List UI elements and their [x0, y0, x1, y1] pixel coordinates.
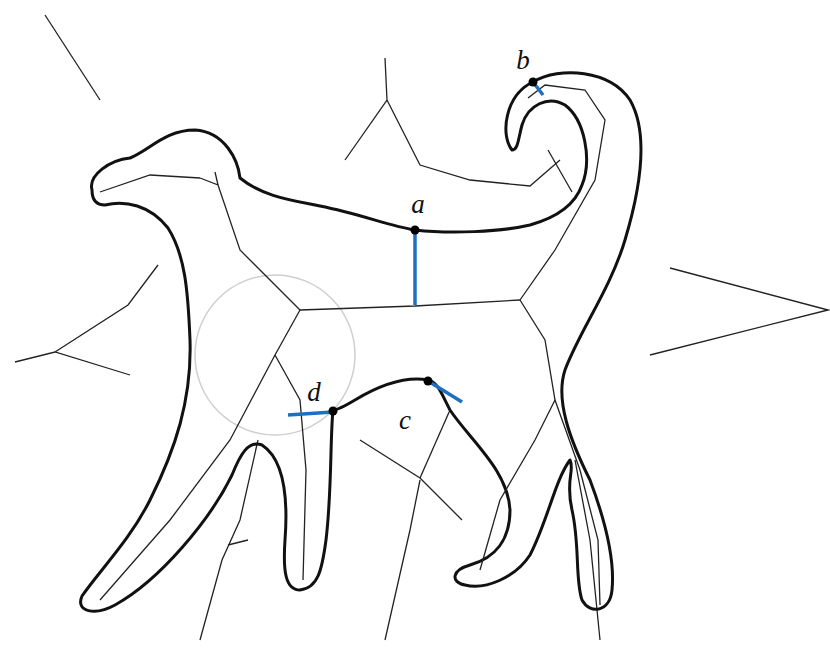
point-label: d	[307, 379, 321, 406]
point-label: b	[516, 47, 530, 74]
outer-skeleton	[15, 15, 828, 640]
dog-outline	[81, 73, 642, 611]
normal-segments	[288, 82, 543, 415]
point-label: a	[411, 191, 425, 218]
boundary-points	[329, 78, 538, 416]
point-label: c	[399, 407, 411, 434]
medial-axis	[100, 85, 605, 605]
